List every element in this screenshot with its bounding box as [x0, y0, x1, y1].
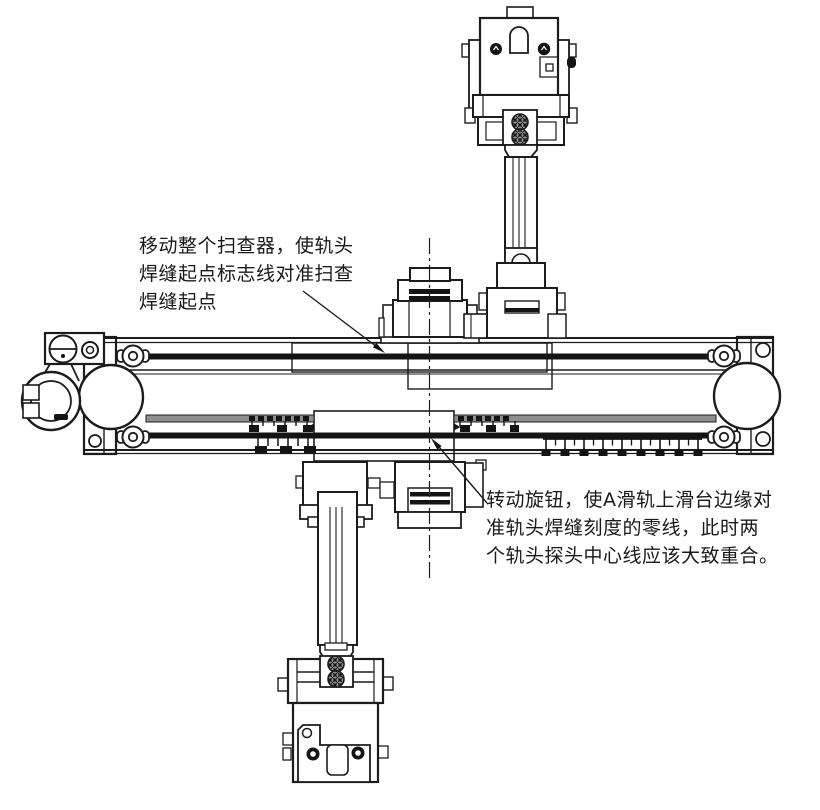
weld-scale-ticks-right [458, 416, 519, 432]
leader-line-right [431, 438, 488, 504]
top-probe-assembly [461, 6, 578, 339]
annotation-left-line: 移动整个扫查器，使轨头 [139, 235, 354, 257]
top-right-carriage [478, 247, 567, 339]
weld-scale-band [145, 414, 717, 423]
lower-scale-comb [541, 438, 703, 456]
lower-scale-left [255, 438, 316, 453]
leader-line-left [302, 290, 385, 353]
slide-edge-index-right [454, 423, 461, 431]
annotation-left-line: 焊缝起点 [139, 291, 218, 313]
guide-rod-top [116, 353, 738, 360]
annotation-left-line: 焊缝起点标志线对准扫查 [139, 263, 354, 285]
housing-screws [490, 42, 551, 56]
knurled-knob [511, 113, 529, 131]
clamp-screw [81, 341, 99, 359]
annotation-left: 移动整个扫查器，使轨头 焊缝起点标志线对准扫查 焊缝起点 [139, 232, 354, 316]
annotation-right-line: 准轨头焊缝刻度的零线，此时两 [486, 517, 760, 539]
carriage-link-block [463, 313, 490, 339]
rail-clamp-assembly [20, 331, 106, 432]
eyelet-screws [116, 344, 741, 449]
probe-knob-bracket-bottom [319, 655, 354, 688]
eyelet-bottom-right [707, 425, 741, 449]
eyelet-bottom-left [116, 425, 150, 449]
vertical-slide-rail-bottom [317, 491, 358, 646]
slide-edge-index-left [307, 423, 314, 431]
bottom-probe-assembly [277, 642, 394, 784]
probe-knob-bracket [502, 109, 538, 158]
annotation-right-line: 转动旋钮，使A滑轨上滑台边缘对 [486, 489, 773, 511]
clamp-hinge [22, 384, 40, 419]
eyelet-top-right [707, 344, 741, 368]
slotted-screw [48, 334, 78, 364]
main-beam [82, 335, 775, 462]
housing-slot [509, 26, 529, 54]
annotation-right-line: 个轨头探头中心线应该大致重合。 [486, 545, 779, 567]
eyelet-top-left [116, 344, 150, 368]
left-roller [77, 363, 145, 431]
bottom-carriage-assembly [295, 459, 487, 646]
carriage-stripe [409, 289, 450, 294]
annotation-right: 转动旋钮，使A滑轨上滑台边缘对 准轨头焊缝刻度的零线，此时两 个轨头探头中心线应… [486, 486, 779, 570]
knurled-knob [327, 670, 345, 688]
cable-clip [567, 57, 576, 68]
right-roller [712, 361, 782, 431]
knurled-knob [327, 655, 345, 673]
weld-scale-ticks-left [249, 416, 313, 432]
upper-carriage-plate [407, 342, 553, 390]
knurled-knob [511, 128, 529, 146]
guide-rod-bottom [116, 432, 738, 439]
housing-notch [539, 56, 558, 78]
vertical-slide-rail-top [504, 156, 538, 259]
probe-slot [326, 744, 349, 776]
clamp-collar [20, 370, 82, 432]
